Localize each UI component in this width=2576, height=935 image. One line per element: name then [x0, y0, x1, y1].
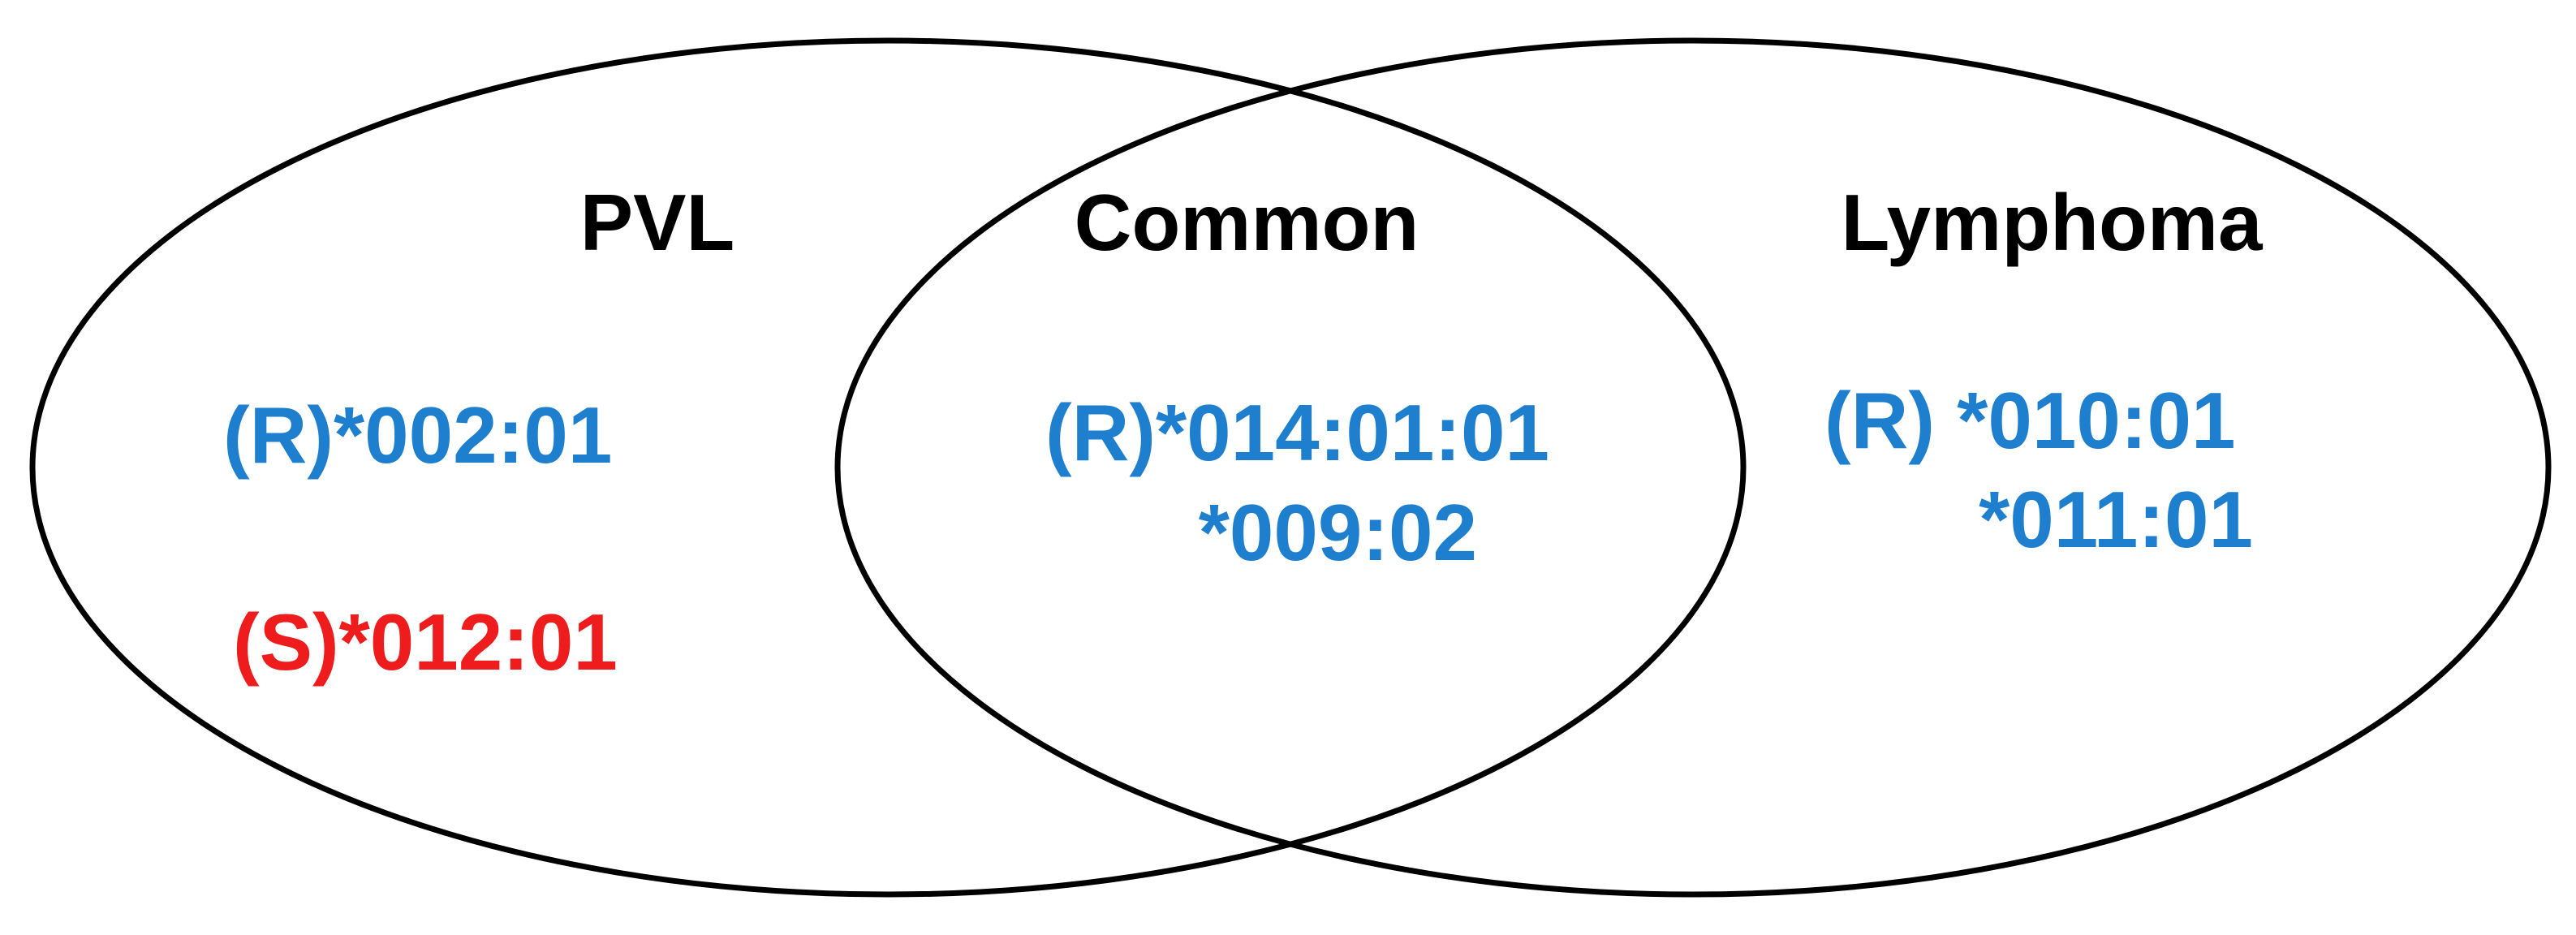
- pvl-allele-resistant: (R)*002:01: [223, 390, 612, 480]
- pvl-set-ellipse: [29, 37, 1747, 898]
- lymphoma-set-ellipse: [834, 37, 2552, 898]
- common-allele-2: *009:02: [1199, 488, 1477, 577]
- lymphoma-set-label: Lymphoma: [1841, 178, 2264, 267]
- common-allele-1: (R)*014:01:01: [1045, 388, 1549, 477]
- common-set-label: Common: [1075, 178, 1419, 267]
- pvl-allele-susceptible: (S)*012:01: [233, 597, 618, 687]
- lymphoma-allele-1: (R) *010:01: [1824, 376, 2236, 465]
- lymphoma-allele-2: *011:01: [1979, 475, 2253, 564]
- pvl-set-label: PVL: [580, 178, 735, 267]
